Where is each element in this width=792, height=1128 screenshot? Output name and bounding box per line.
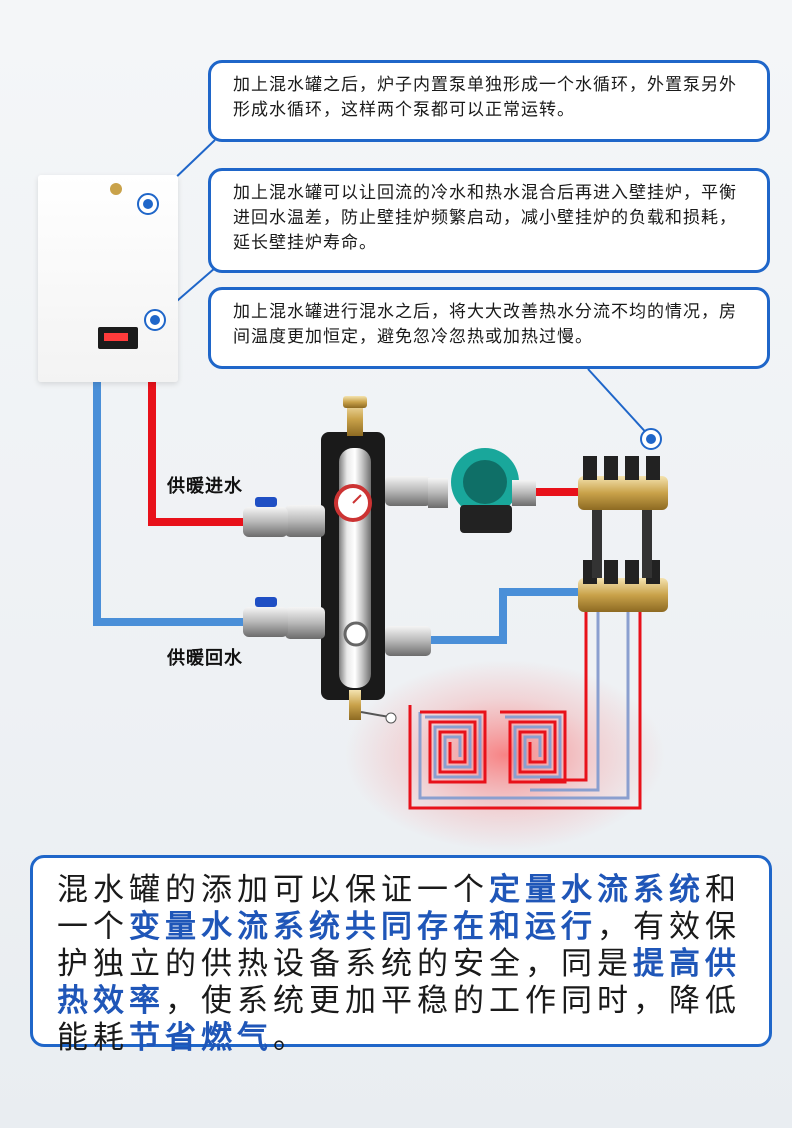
callout-note-heat-distribution: 加上混水罐进行混水之后，将大大改善热水分流不均的情况，房间温度更加恒定，避免忽冷… (208, 287, 770, 369)
supply-pipe-hot (148, 382, 245, 526)
summary-highlight-efficiency: 提高供热效率 (57, 946, 741, 1019)
callout-note-pumps: 加上混水罐之后，炉子内置泵单独形成一个水循环，外置泵另外形成水循环，这样两个泵都… (208, 60, 770, 142)
heat-glow (345, 660, 665, 850)
callout-dot-3 (640, 428, 662, 450)
summary-segment: 和一个 (57, 872, 741, 945)
summary-highlight-fixed-flow: 定量水流系统 (489, 872, 705, 908)
mixing-tank-icon (285, 396, 431, 724)
callout-dot-1 (137, 193, 159, 215)
callout-note-boiler-protection: 加上混水罐可以让回流的冷水和热水混合后再进入壁挂炉，平衡进回水温差，防止壁挂炉频… (208, 168, 770, 273)
summary-segment: 混水罐的添加可以保证一个 (57, 872, 489, 908)
return-water-label: 供暖回水 (167, 648, 243, 669)
summary-highlight-save-gas: 节省燃气 (129, 1020, 273, 1056)
circulation-pump-icon (428, 448, 536, 533)
pressure-gauge-icon (334, 484, 372, 647)
return-pipe-cold (93, 382, 245, 626)
summary-segment: 。 (273, 1020, 309, 1056)
summary-box: 混水罐的添加可以保证一个定量水流系统和一个变量水流系统共同存在和运行，有效保护独… (30, 855, 772, 1056)
summary-segment: ，有效保护独立的供热设备系统的安全，同是 (57, 909, 741, 982)
boiler-logo (110, 183, 122, 195)
callout-dot-2 (144, 309, 166, 331)
floor-heating-coils (408, 612, 642, 810)
ball-valve-icon (243, 497, 288, 637)
supply-water-label: 供暖进水 (167, 476, 243, 497)
boiler-display-digits (104, 333, 128, 341)
summary-highlight-variable-flow: 变量水流系统共同存在和运行 (129, 909, 597, 945)
manifold-return-pipe (430, 588, 580, 644)
manifold-icon (578, 456, 668, 612)
summary-segment: ，使系统更加平稳的工作同时，降低能耗 (57, 983, 741, 1056)
